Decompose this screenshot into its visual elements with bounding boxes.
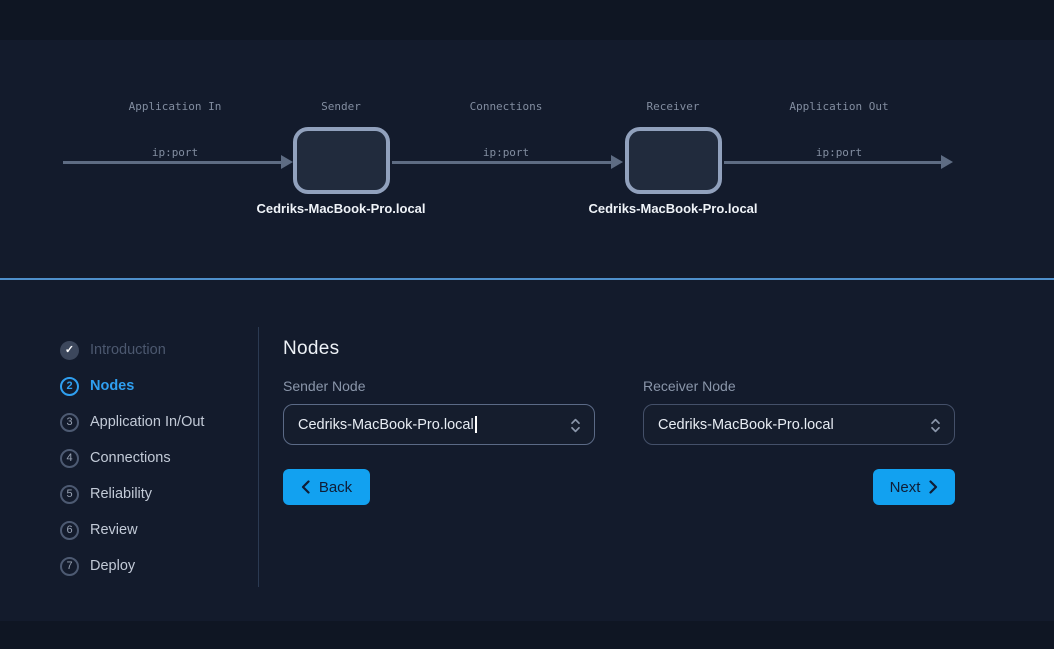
page-title: Nodes [283, 338, 340, 359]
back-button-label: Back [318, 478, 353, 496]
arrow-connections [392, 161, 612, 164]
arrow-application-in [63, 161, 282, 164]
wizard-step-introduction[interactable]: ✓ Introduction [60, 332, 204, 368]
sender-host-label: Cedriks-MacBook-Pro.local [256, 201, 426, 216]
receiver-node-box [625, 127, 722, 194]
stage-label-connections: Connections [469, 100, 543, 113]
stage-label-application-out: Application Out [789, 100, 889, 113]
wizard-step-deploy[interactable]: 7 Deploy [60, 548, 204, 584]
window-bottom-band [0, 621, 1054, 649]
sidebar-divider [258, 327, 259, 587]
step-number-badge: 6 [60, 520, 79, 540]
step-number-badge: 2 [60, 376, 79, 396]
stage-label-sender: Sender [321, 100, 361, 113]
chevron-right-icon [929, 480, 938, 494]
edge-label-ip-port-out: ip:port [815, 146, 863, 159]
edge-label-ip-port-connection: ip:port [482, 146, 530, 159]
chevron-left-icon [301, 480, 310, 494]
step-number-badge: 3 [60, 412, 79, 432]
step-label-deploy: Deploy [90, 558, 136, 574]
edge-label-ip-port-in: ip:port [151, 146, 199, 159]
wizard-step-connections[interactable]: 4 Connections [60, 440, 204, 476]
step-label-nodes: Nodes [90, 378, 135, 394]
receiver-node-select[interactable]: Cedriks-MacBook-Pro.local [643, 404, 955, 445]
arrow-application-out [724, 161, 942, 164]
next-button-label: Next [889, 478, 921, 496]
step-label-introduction: Introduction [90, 342, 166, 358]
arrowhead-application-in-icon [281, 155, 293, 169]
step-label-review: Review [90, 522, 138, 538]
receiver-node-field-label: Receiver Node [643, 378, 736, 394]
step-number-badge: 7 [60, 556, 79, 576]
sender-node-select-value: Cedriks-MacBook-Pro.local [298, 416, 474, 433]
wizard-step-review[interactable]: 6 Review [60, 512, 204, 548]
sender-node-select[interactable]: Cedriks-MacBook-Pro.local [283, 404, 595, 445]
stage-label-application-in: Application In [128, 100, 222, 113]
arrowhead-connections-icon [611, 155, 623, 169]
step-number-badge: 5 [60, 484, 79, 504]
next-button[interactable]: Next [873, 469, 955, 505]
section-divider [0, 278, 1054, 280]
receiver-host-label: Cedriks-MacBook-Pro.local [588, 201, 758, 216]
sender-node-field-label: Sender Node [283, 378, 366, 394]
wizard-step-nodes[interactable]: 2 Nodes [60, 368, 204, 404]
stage-label-receiver: Receiver [646, 100, 700, 113]
sender-node-box [293, 127, 390, 194]
pipeline-diagram: Application In Sender Connections Receiv… [0, 40, 1054, 279]
chevron-up-down-icon [570, 417, 581, 439]
text-caret [474, 416, 477, 433]
chevron-up-down-icon [930, 417, 941, 439]
step-label-reliability: Reliability [90, 486, 153, 502]
wizard-step-application-in-out[interactable]: 3 Application In/Out [60, 404, 204, 440]
wizard-step-reliability[interactable]: 5 Reliability [60, 476, 204, 512]
step-number-badge: 4 [60, 448, 79, 468]
step-label-connections: Connections [90, 450, 171, 466]
arrowhead-application-out-icon [941, 155, 953, 169]
step-check-icon: ✓ [60, 340, 79, 360]
receiver-node-select-value: Cedriks-MacBook-Pro.local [658, 416, 834, 433]
back-button[interactable]: Back [283, 469, 370, 505]
step-label-application-in-out: Application In/Out [90, 414, 205, 430]
window-top-band [0, 0, 1054, 40]
wizard-step-list: ✓ Introduction 2 Nodes 3 Application In/… [60, 332, 204, 584]
